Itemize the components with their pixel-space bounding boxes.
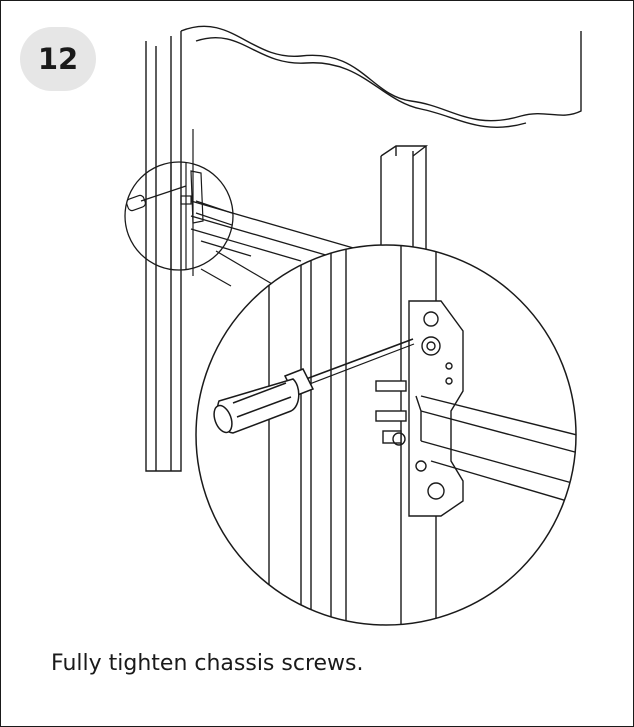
instruction-caption: Fully tighten chassis screws. — [51, 651, 364, 676]
step-number: 12 — [37, 42, 79, 76]
screwdriver-icon — [213, 338, 415, 434]
detail-circle-large — [195, 244, 577, 626]
assembly-illustration — [124, 25, 582, 626]
step-number-badge: 12 — [20, 27, 96, 91]
detail-circle-small — [124, 129, 302, 302]
